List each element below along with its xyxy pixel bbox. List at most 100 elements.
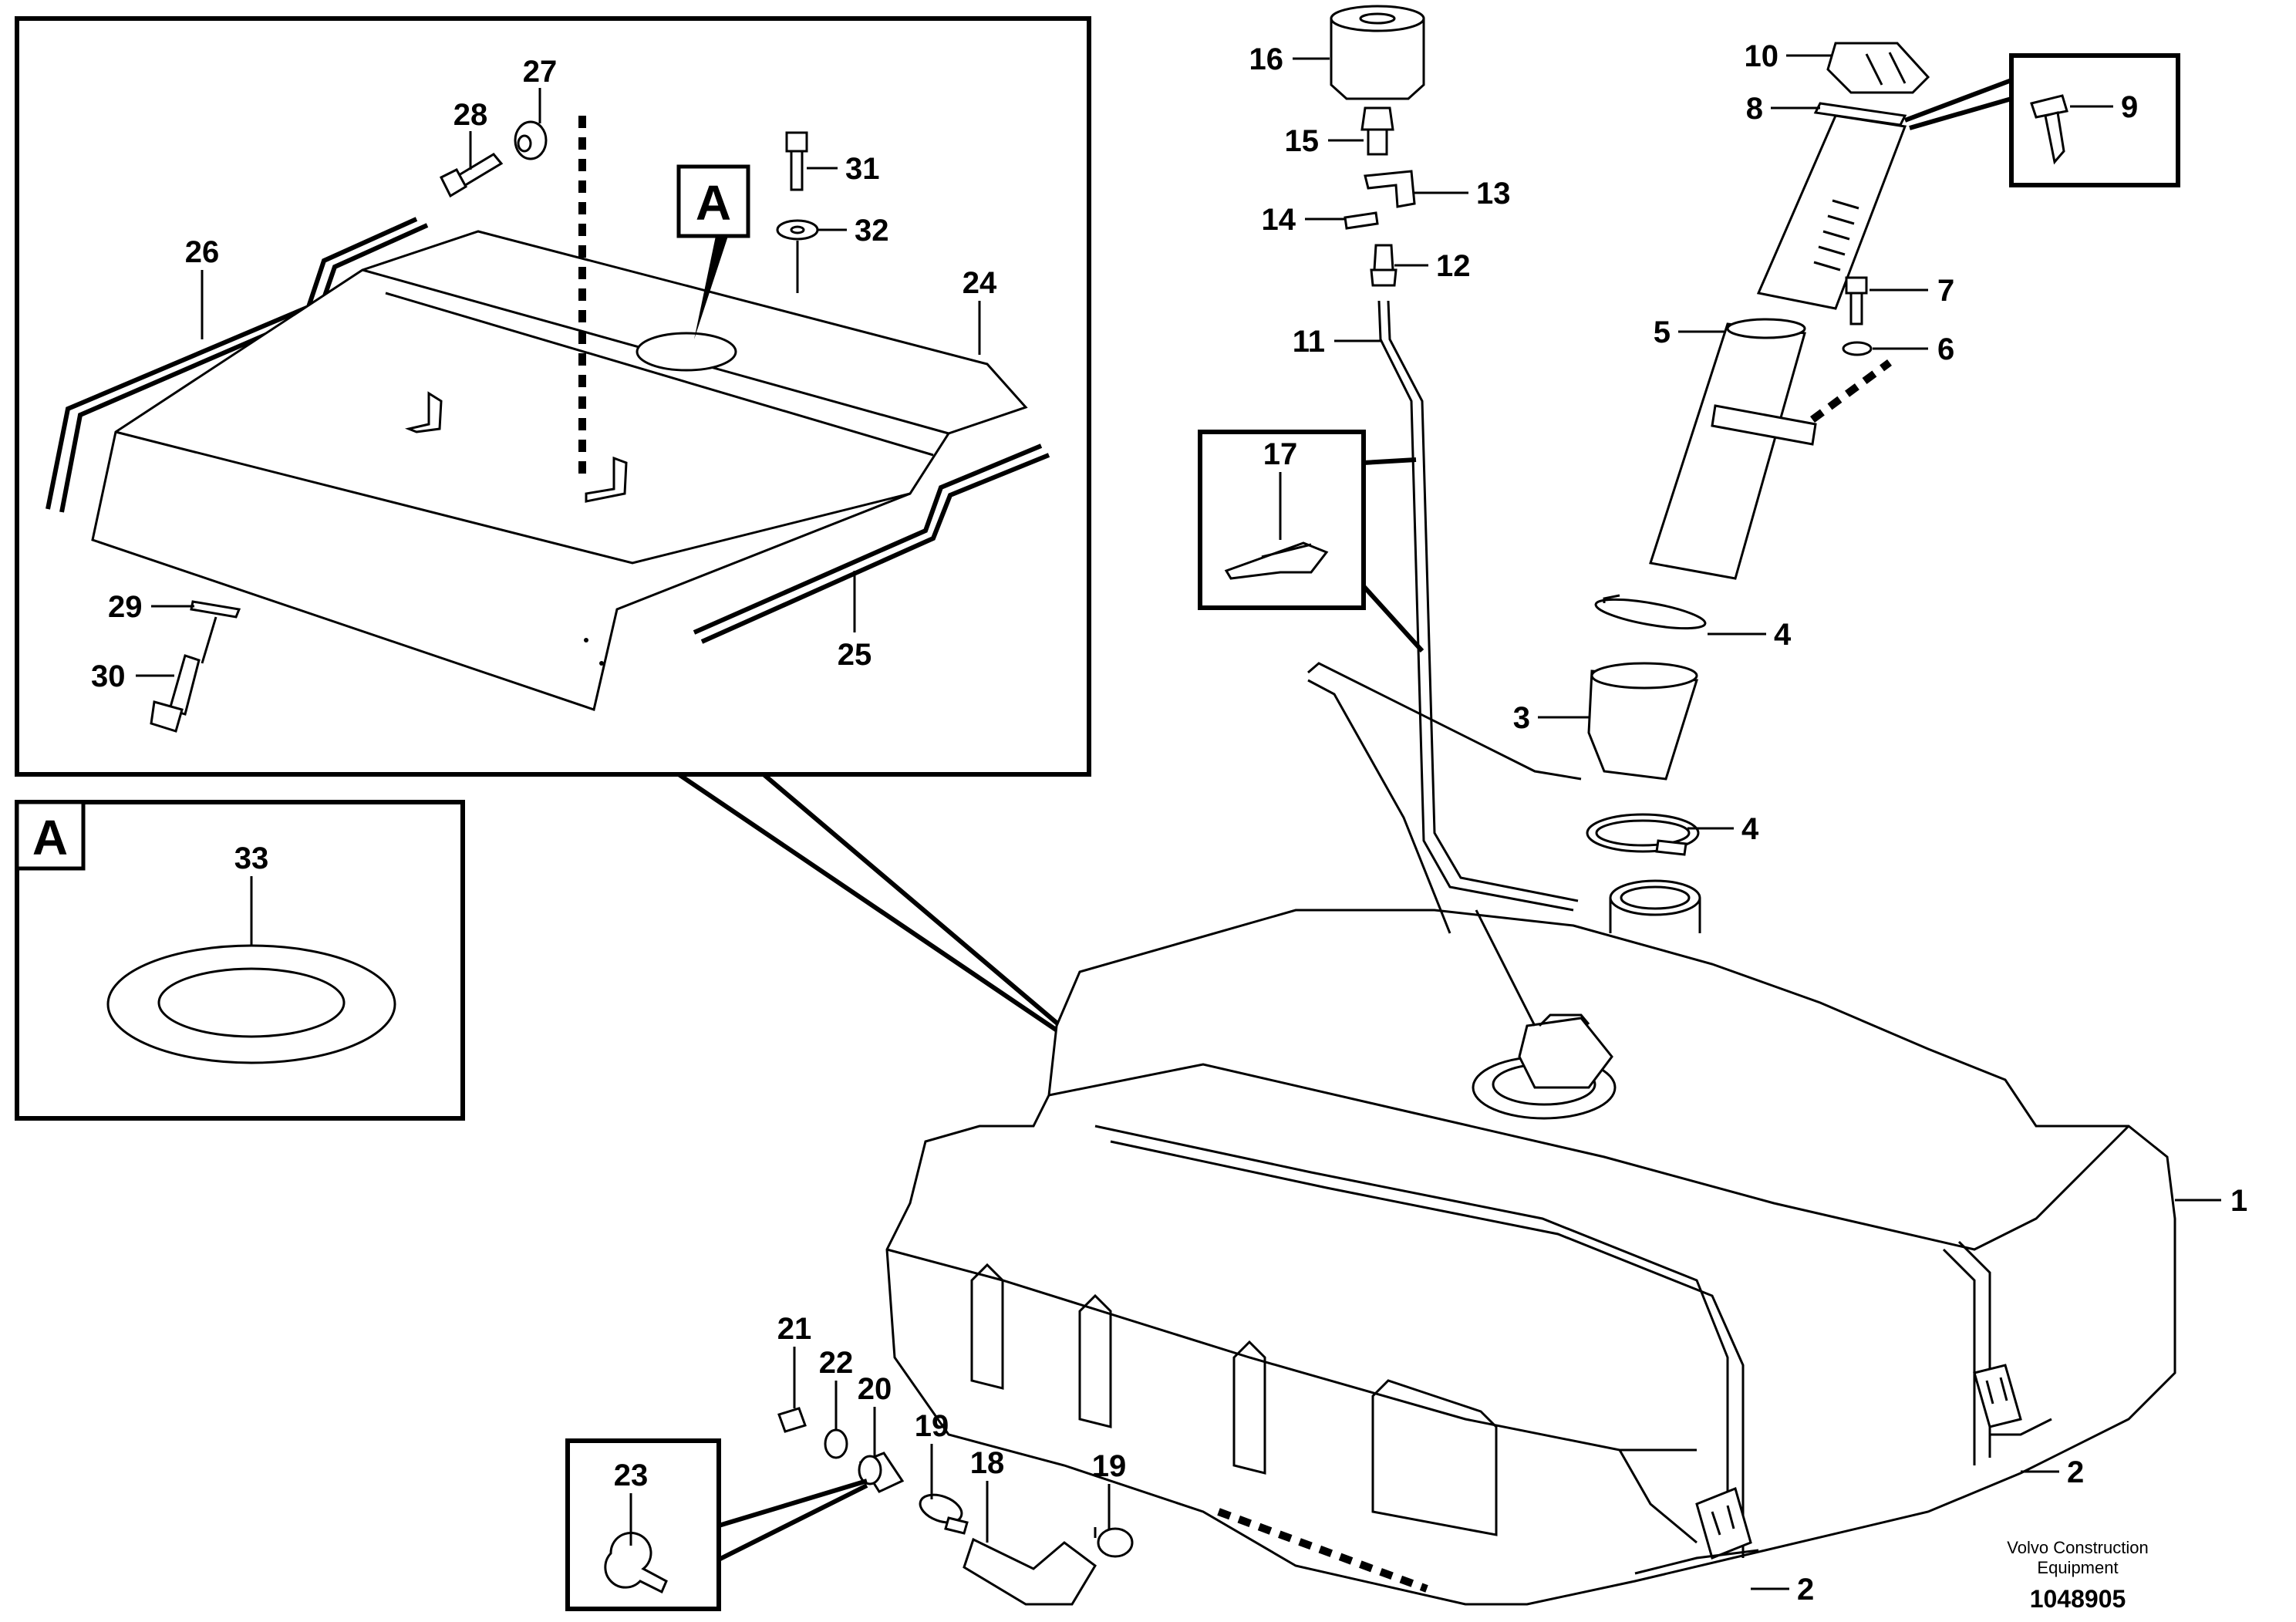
- callout-1-label: 1: [2230, 1184, 2247, 1218]
- callout-26-label: 26: [185, 235, 220, 269]
- filler-hose-3: [1587, 662, 1698, 781]
- side-rail-25: [693, 443, 1050, 644]
- callout-15-label: 15: [1285, 124, 1320, 158]
- filler-pipe-mount-line: [1810, 359, 1892, 423]
- tank-bracket-2-front: [1634, 1486, 1759, 1575]
- fuel-tank-1: [885, 909, 2176, 1606]
- callout-16: 16: [1249, 42, 1330, 76]
- callout-32-label: 32: [855, 214, 889, 248]
- filler-tube-inner: [1756, 114, 1907, 310]
- guard-plate-24: [91, 230, 1028, 711]
- callout-14-label: 14: [1262, 203, 1296, 237]
- callout-28: 28: [453, 98, 488, 170]
- callout-19-left-label: 19: [915, 1409, 949, 1443]
- hose-clamp-19-left: [919, 1493, 969, 1535]
- callout-4-lower-label: 4: [1741, 812, 1759, 846]
- callout-21-label: 21: [777, 1312, 812, 1346]
- callout-14: 14: [1262, 203, 1345, 237]
- detail-a-reference: A: [676, 164, 750, 339]
- callout-2-rear: 2: [2021, 1455, 2084, 1489]
- filler-pipe-5: [1649, 318, 1817, 580]
- callout-2-rear-label: 2: [2067, 1455, 2084, 1489]
- callout-33-label: 33: [234, 841, 269, 875]
- callout-24: 24: [963, 266, 997, 355]
- callout-22-label: 22: [819, 1346, 854, 1380]
- callout-4-lower: 4: [1687, 812, 1759, 846]
- callout-32: 32: [818, 214, 889, 248]
- callout-30: 30: [91, 659, 174, 693]
- callout-31: 31: [807, 152, 880, 186]
- callout-6: 6: [1873, 332, 1954, 366]
- clamp-13: [1364, 170, 1416, 208]
- breather-line-11: [1377, 300, 1579, 912]
- callout-10: 10: [1745, 39, 1832, 73]
- callout-22: 22: [819, 1346, 854, 1430]
- callout-6-label: 6: [1937, 332, 1954, 366]
- callout-13: 13: [1414, 177, 1511, 211]
- detail-a-reference-label: A: [696, 175, 731, 231]
- callout-25-label: 25: [838, 638, 872, 672]
- tank-filler-neck: [1609, 879, 1701, 933]
- washer-6: [1842, 341, 1873, 356]
- callout-8-label: 8: [1746, 92, 1763, 126]
- callout-30-label: 30: [91, 659, 126, 693]
- callout-5: 5: [1654, 315, 1725, 349]
- callout-2-front-label: 2: [1797, 1573, 1814, 1607]
- callout-21: 21: [777, 1312, 812, 1408]
- callout-8: 8: [1746, 92, 1820, 126]
- document-number: 1048905: [2030, 1585, 2126, 1613]
- callout-1: 1: [2175, 1184, 2247, 1218]
- detail-frame-a-label: A: [32, 810, 68, 865]
- callout-28-label: 28: [453, 98, 488, 132]
- callout-24-label: 24: [963, 266, 997, 300]
- bolt-28: [439, 153, 504, 198]
- callout-23: 23: [614, 1458, 649, 1546]
- hose-clamp-19-right: [1094, 1527, 1134, 1558]
- callout-5-label: 5: [1654, 315, 1671, 349]
- callout-33: 33: [234, 841, 269, 946]
- callout-19-right: 19: [1092, 1449, 1127, 1530]
- hose-clamp-4-upper: [1594, 594, 1707, 630]
- hose-18: [963, 1537, 1097, 1606]
- detail-frame-a: A: [15, 800, 465, 1121]
- callout-18-label: 18: [970, 1446, 1005, 1480]
- breather-filter-16: [1330, 5, 1425, 100]
- callout-25: 25: [838, 571, 872, 672]
- sealing-ring-33: [106, 944, 396, 1064]
- tank-bracket-2-rear: [1973, 1364, 2052, 1436]
- callout-7-label: 7: [1937, 274, 1954, 308]
- callout-29: 29: [108, 590, 194, 624]
- callout-3: 3: [1513, 701, 1590, 735]
- callout-19-right-label: 19: [1092, 1449, 1127, 1483]
- washer-29: [190, 600, 241, 619]
- credit-line-1: Volvo Construction: [2007, 1538, 2148, 1557]
- detail-box-clip-23: [565, 1438, 868, 1611]
- callout-16-label: 16: [1249, 42, 1284, 76]
- callout-11: 11: [1293, 325, 1381, 359]
- credit-line-2: Equipment: [2037, 1558, 2118, 1577]
- screw-14: [1344, 211, 1379, 230]
- callout-17: 17: [1263, 437, 1297, 540]
- callout-23-label: 23: [614, 1458, 649, 1492]
- credit-block: Volvo Construction Equipment 1048905: [2007, 1538, 2148, 1613]
- connector-12: [1370, 244, 1397, 287]
- callout-4-upper-label: 4: [1774, 618, 1792, 652]
- callout-12: 12: [1394, 249, 1471, 283]
- callout-27-label: 27: [523, 55, 558, 89]
- callout-4-upper: 4: [1708, 618, 1792, 652]
- callout-31-label: 31: [845, 152, 880, 186]
- callout-7: 7: [1870, 274, 1954, 308]
- callout-2-front: 2: [1751, 1573, 1814, 1607]
- bolt-30: [150, 654, 201, 733]
- fuel-level-sender: [1472, 1013, 1617, 1120]
- callout-13-label: 13: [1476, 177, 1511, 211]
- callout-20-label: 20: [858, 1372, 892, 1406]
- sender-cable: [1475, 909, 1536, 1027]
- adapter-20: [858, 1452, 905, 1493]
- callout-11-label: 11: [1293, 325, 1325, 359]
- detail-frame-guard-plate: [15, 16, 1091, 1051]
- callout-15: 15: [1285, 124, 1364, 158]
- washer-22: [824, 1428, 848, 1459]
- detail-box-screw-9: [1903, 53, 2180, 187]
